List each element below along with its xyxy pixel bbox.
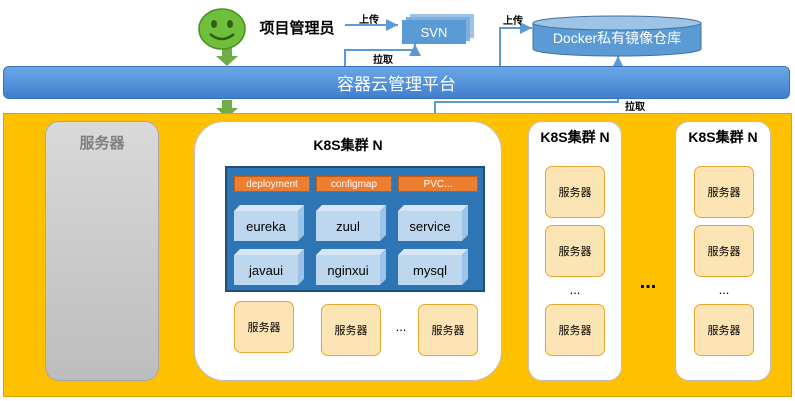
main-cluster-title: K8S集群 N [313,137,383,153]
svn-label: SVN [420,24,448,40]
cluster-2-title: K8S集群 N [540,129,610,145]
main-server-1: 服务器 [234,301,294,353]
svn-push-label: 上传 [359,14,379,26]
smiley-face-icon [198,8,246,50]
server-column: 服务器 [45,121,159,381]
svn-stack-icon [402,14,476,46]
pod-label-javaui: javaui [249,262,283,278]
docker-pull-label: 拉取 [625,101,645,113]
green-arrow-platform [216,100,238,118]
pod-label-service: service [409,218,451,234]
pod-zuul [316,205,386,241]
cluster-2-server-2: 服务器 [545,225,605,277]
svn-pull-label: 拉取 [373,54,393,66]
platform-bar: 容器云管理平台 [3,66,790,99]
pod-mysql [398,249,468,285]
manager-label: 项目管理员 [259,19,335,37]
push-arrow-docker [499,22,532,66]
cluster-2-ellipsis: ... [569,281,581,297]
pod-service [398,205,468,241]
database-cylinder-icon [532,15,702,57]
main-server-2: 服务器 [321,304,381,356]
pull-arrow-svn [344,44,421,66]
cluster-3-title: K8S集群 N [688,129,758,145]
tag-pvc: PVC... [398,176,478,192]
cluster-3-ellipsis: ... [718,281,730,297]
pod-label-mysql: mysql [413,262,447,278]
docker-registry-label: Docker私有镜像仓库 [552,30,682,46]
cluster-2-server-3: 服务器 [545,304,605,356]
docker-push-label: 上传 [503,15,523,27]
cluster-3-server-3: 服务器 [694,304,754,356]
pod-label-zuul: zuul [336,218,360,234]
pod-nginxui [316,249,386,285]
tag-deployment: deployment [234,176,310,192]
pod-javaui [234,249,304,285]
main-server-3: 服务器 [418,304,478,356]
pod-label-eureka: eureka [246,218,286,234]
cluster-3-server-1: 服务器 [694,166,754,218]
tag-configmap: configmap [316,176,392,192]
pod-eureka [234,205,304,241]
cluster-2-server-1: 服务器 [545,166,605,218]
main-ellipsis: ... [395,318,407,334]
green-arrow-manager [216,48,238,66]
pod-label-nginxui: nginxui [327,262,369,278]
clusters-ellipsis: ... [639,270,657,293]
cluster-3-server-2: 服务器 [694,225,754,277]
